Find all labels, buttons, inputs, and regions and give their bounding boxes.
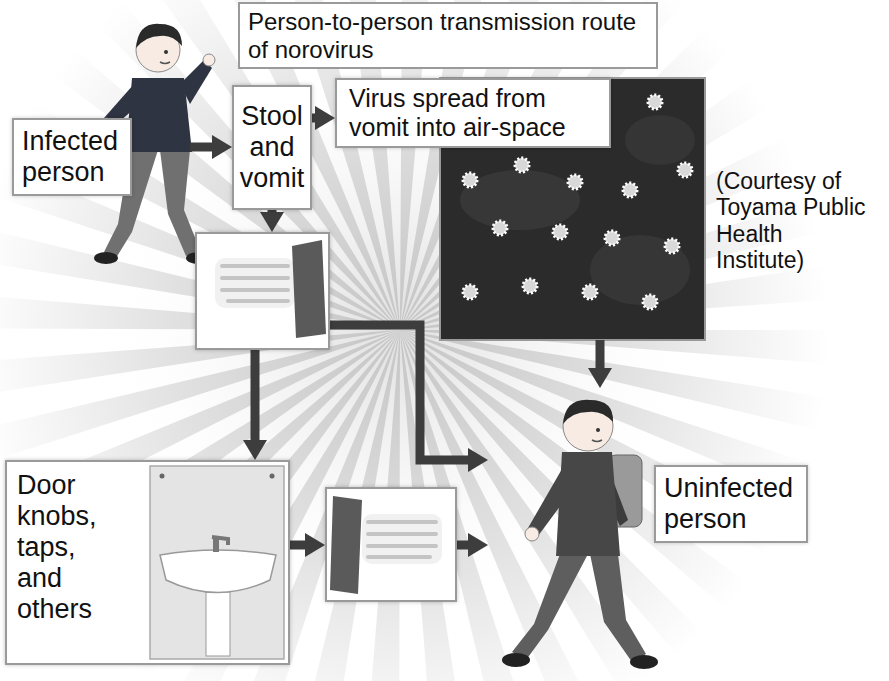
virus-particle — [463, 285, 477, 299]
finger-lines — [368, 522, 436, 557]
leg — [512, 554, 588, 660]
finger-lines — [222, 266, 288, 301]
stain — [625, 115, 695, 165]
finger — [368, 532, 436, 536]
credit-note: (Courtesy of Toyama Public Health Instit… — [716, 168, 866, 274]
virus-particle — [515, 158, 529, 172]
virus-particle — [523, 279, 537, 293]
box-fill — [5, 460, 290, 665]
leg — [590, 554, 646, 662]
finger — [368, 544, 436, 548]
contaminant — [292, 240, 326, 338]
process-box: Stool and vomit — [232, 85, 312, 210]
palm — [362, 514, 442, 564]
box-fill — [325, 487, 457, 602]
flow-arrow — [268, 210, 277, 212]
virus-particle — [553, 225, 567, 239]
eye — [596, 428, 600, 432]
shoe — [502, 653, 530, 667]
finger — [368, 520, 436, 524]
virus-particle — [678, 163, 692, 177]
stain — [460, 170, 580, 230]
virus-particle — [605, 231, 619, 245]
flow-arrow — [457, 541, 468, 550]
finger — [368, 555, 430, 559]
finger — [222, 288, 288, 292]
contaminant — [330, 496, 362, 594]
virus-particle — [643, 295, 657, 309]
mouth — [592, 440, 602, 442]
shoe — [630, 655, 658, 669]
screw — [270, 474, 275, 479]
finger — [228, 299, 288, 303]
node-label: Virus spread from vomit into air-space — [335, 78, 611, 148]
mouth — [160, 62, 170, 64]
virus-particle — [463, 173, 477, 187]
process-box — [195, 232, 330, 350]
virus-particle — [493, 221, 507, 235]
palm — [215, 258, 295, 308]
leg — [160, 150, 200, 256]
door-knobs-box-art — [5, 460, 290, 665]
flow-arrow — [330, 325, 468, 460]
flow-arrow — [596, 340, 605, 368]
hair — [563, 400, 613, 424]
node-label: Stool and vomit — [238, 101, 306, 194]
figure-node: Infected person — [8, 8, 190, 273]
flow-arrow — [190, 143, 212, 152]
hand-contact-2 — [325, 487, 457, 602]
finger — [222, 276, 288, 280]
stain — [590, 235, 690, 305]
process-box — [325, 487, 457, 602]
sink-pedestal — [206, 592, 230, 656]
flow-arrow — [290, 541, 305, 550]
node-label: Uninfected person — [654, 465, 808, 543]
uninfected-person-figure — [502, 400, 658, 669]
hand — [525, 527, 539, 541]
virus-particle — [648, 95, 662, 109]
process-box: Door knobs, taps, and others — [5, 460, 290, 665]
hand — [203, 54, 215, 66]
hair — [136, 24, 182, 48]
figure-node: Virus spread from vomit into air-space — [335, 78, 707, 340]
hand-contact-1 — [195, 232, 330, 350]
arm — [528, 462, 578, 536]
virus-particle — [568, 175, 582, 189]
flow-arrow — [312, 114, 315, 123]
sink-basin — [160, 550, 276, 593]
box-fill — [195, 232, 330, 350]
flow-arrow — [251, 350, 260, 440]
eye — [164, 50, 168, 54]
torso — [126, 78, 192, 152]
sink-panel — [150, 466, 284, 659]
virus-particle — [583, 285, 597, 299]
node-label: Infected person — [12, 118, 132, 196]
virus-particle — [665, 239, 679, 253]
node-label: Door knobs, taps, and others — [17, 470, 121, 625]
virus-particle — [623, 183, 637, 197]
figure-node: Uninfected person — [488, 388, 808, 677]
diagram-title: Person-to-person transmission route of n… — [238, 2, 658, 69]
screw — [160, 474, 165, 479]
finger — [222, 264, 288, 268]
shoe — [94, 252, 118, 264]
tap-spout — [212, 537, 228, 545]
